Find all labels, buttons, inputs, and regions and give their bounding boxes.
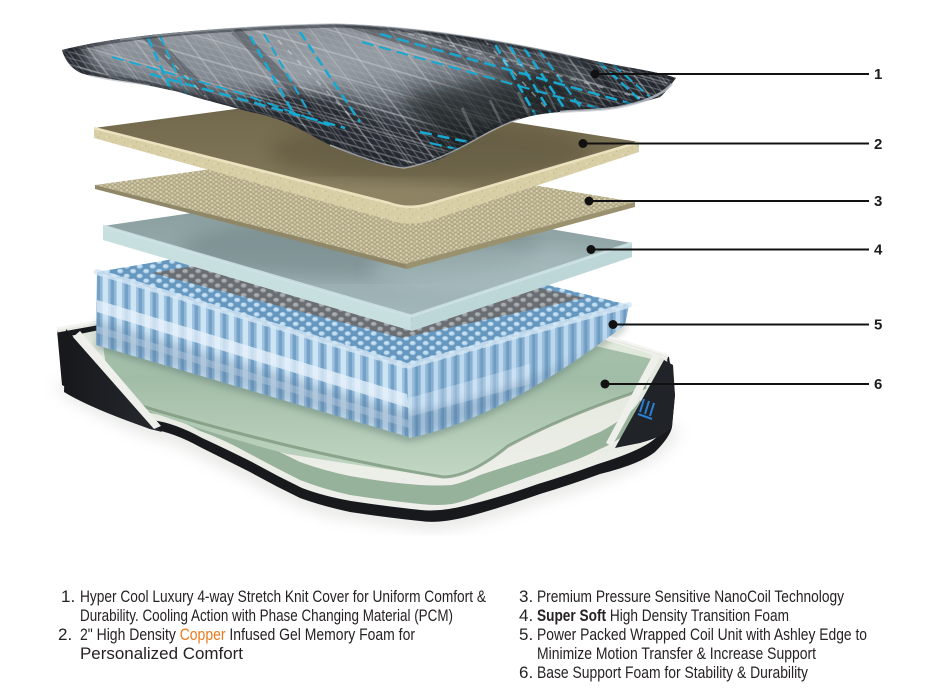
svg-text:Base Support Foam for Stabilit: Base Support Foam for Stability & Durabi… [537,663,808,682]
svg-text:Durability. Cooling Action wit: Durability. Cooling Action with Phase Ch… [80,606,453,625]
svg-text:Premium Pressure Sensitive Nan: Premium Pressure Sensitive NanoCoil Tech… [537,587,844,606]
svg-text:5.: 5. [519,625,533,644]
svg-text:Hyper Cool Luxury 4-way Stretc: Hyper Cool Luxury 4-way Stretch Knit Cov… [80,587,487,606]
svg-text:3: 3 [874,193,882,210]
svg-text:4: 4 [874,242,883,259]
svg-text:3.: 3. [519,587,533,606]
svg-text:5: 5 [874,317,882,334]
svg-text:Super Soft High Density Transi: Super Soft High Density Transition Foam [537,606,789,625]
svg-text:2.: 2. [58,625,72,644]
svg-text:6.: 6. [519,663,533,682]
svg-text:6: 6 [874,376,882,393]
svg-text:4.: 4. [519,606,533,625]
svg-text:Power Packed Wrapped Coil Unit: Power Packed Wrapped Coil Unit with Ashl… [537,625,867,644]
svg-text:Minimize Motion Transfer & Inc: Minimize Motion Transfer & Increase Supp… [537,644,816,663]
svg-text:1.: 1. [61,587,75,606]
svg-text:1: 1 [874,66,882,83]
svg-text:2: 2 [874,136,882,153]
svg-text:2" High Density Copper Infused: 2" High Density Copper Infused Gel Memor… [80,625,415,644]
svg-text:Personalized Comfort: Personalized Comfort [80,644,243,663]
